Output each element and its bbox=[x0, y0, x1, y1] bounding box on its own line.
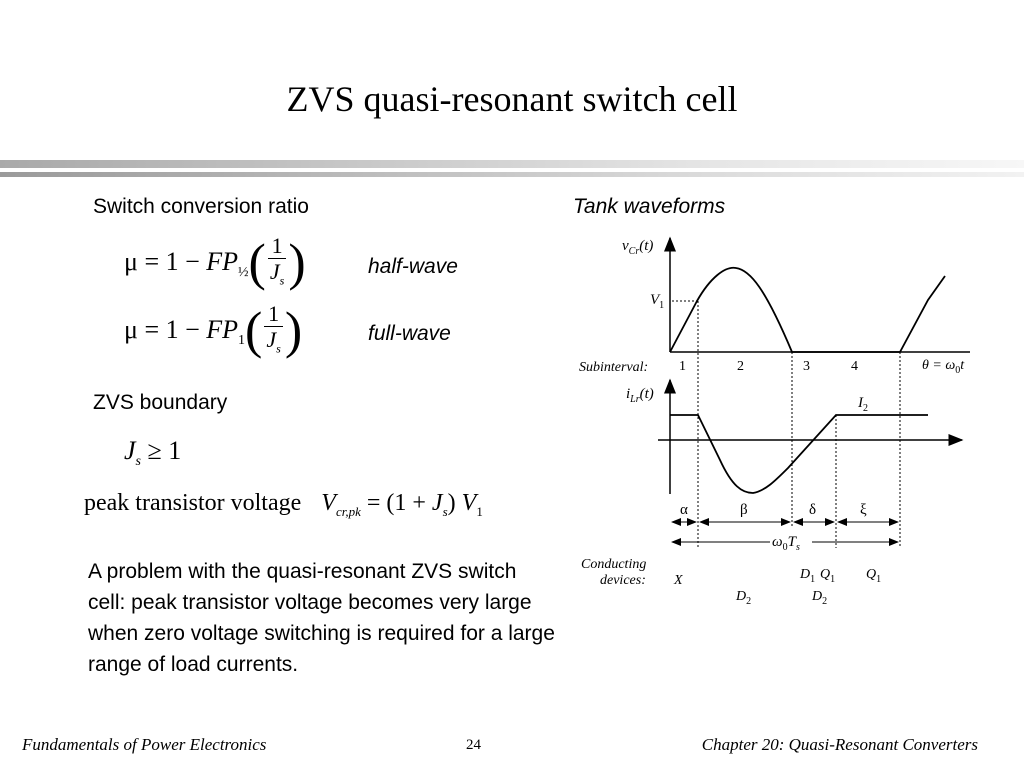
problem-text: A problem with the quasi-resonant ZVS sw… bbox=[88, 560, 555, 676]
device-q1-interval4: Q1 bbox=[866, 567, 881, 585]
device-x: X bbox=[673, 573, 683, 588]
footer-book-title: Fundamentals of Power Electronics bbox=[22, 735, 267, 754]
vcr-label: vCr(t) bbox=[622, 238, 653, 257]
device-d2-interval2: D2 bbox=[735, 589, 751, 607]
footer-page-number: 24 bbox=[466, 737, 481, 753]
slide-title: ZVS quasi-resonant switch cell bbox=[286, 79, 738, 119]
v1-label: V1 bbox=[650, 292, 664, 311]
subinterval-3: 3 bbox=[803, 359, 810, 374]
full-wave-label: full-wave bbox=[368, 322, 451, 345]
title-divider-top bbox=[0, 160, 1024, 168]
vcr-waveform bbox=[669, 267, 946, 353]
device-q1-interval3: Q1 bbox=[820, 567, 835, 585]
device-d2-interval3: D2 bbox=[811, 589, 827, 607]
conversion-ratio-heading: Switch conversion ratio bbox=[93, 195, 309, 218]
ilr-label: iLr(t) bbox=[626, 386, 654, 405]
subinterval-label: Subinterval: bbox=[579, 360, 648, 375]
xi-label: ξ bbox=[860, 502, 867, 518]
conducting-label-line1: Conducting bbox=[581, 557, 646, 572]
alpha-label: α bbox=[680, 502, 688, 518]
theta-label: θ = ω0t bbox=[922, 358, 965, 376]
zvs-boundary-equation: Js ≥ 1 bbox=[124, 436, 182, 470]
half-wave-label: half-wave bbox=[368, 255, 458, 278]
i2-label: I2 bbox=[857, 395, 868, 414]
ilr-waveform bbox=[670, 414, 928, 494]
peak-voltage-label: peak transistor voltage bbox=[84, 490, 302, 516]
zvs-boundary-heading: ZVS boundary bbox=[93, 391, 228, 414]
tank-waveforms-diagram: vCr(t) V1 Subinterval: 1 2 3 4 θ = ω0t i… bbox=[579, 236, 970, 607]
delta-label: δ bbox=[809, 502, 816, 518]
title-divider-bottom bbox=[0, 172, 1024, 177]
conducting-label-line2: devices: bbox=[600, 573, 646, 588]
device-d1: D1 bbox=[799, 567, 815, 585]
subinterval-1: 1 bbox=[679, 359, 686, 374]
peak-voltage-equation: peak transistor voltage Vcr,pk = (1 + Js… bbox=[84, 490, 483, 519]
period-label: ω0Ts bbox=[772, 534, 800, 553]
beta-label: β bbox=[740, 502, 748, 518]
tank-waveforms-heading: Tank waveforms bbox=[573, 195, 726, 218]
subinterval-2: 2 bbox=[737, 359, 744, 374]
subinterval-4: 4 bbox=[851, 359, 858, 374]
footer-chapter: Chapter 20: Quasi-Resonant Converters bbox=[701, 735, 978, 754]
